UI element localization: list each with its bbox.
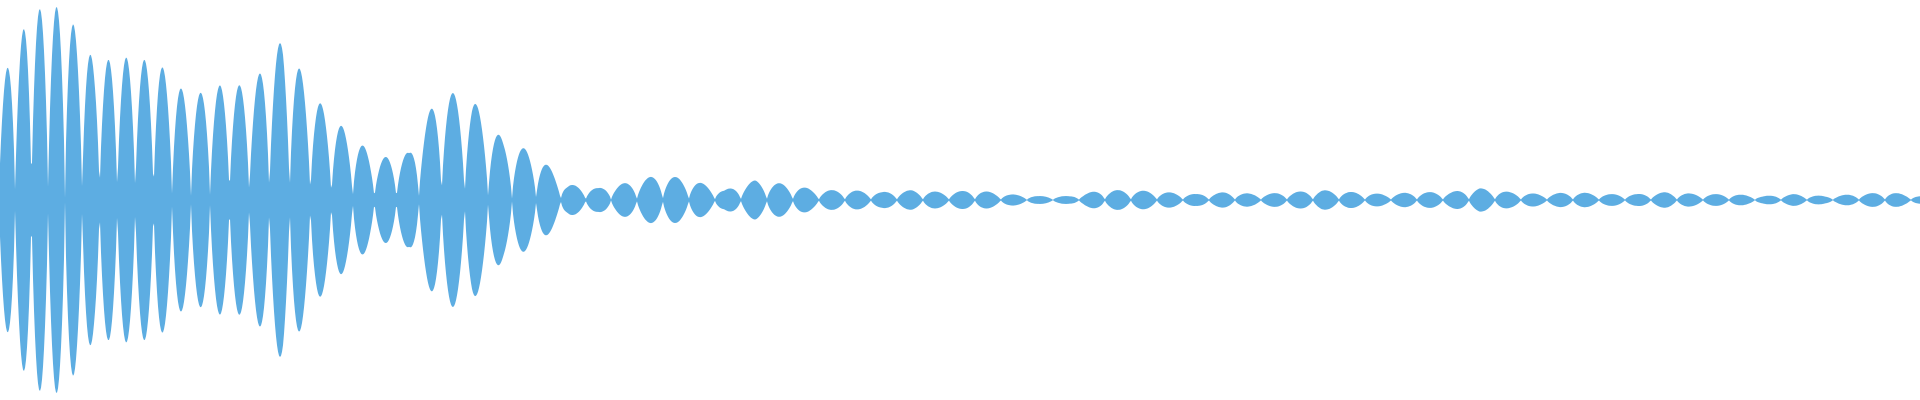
waveform-shape — [0, 7, 1920, 393]
